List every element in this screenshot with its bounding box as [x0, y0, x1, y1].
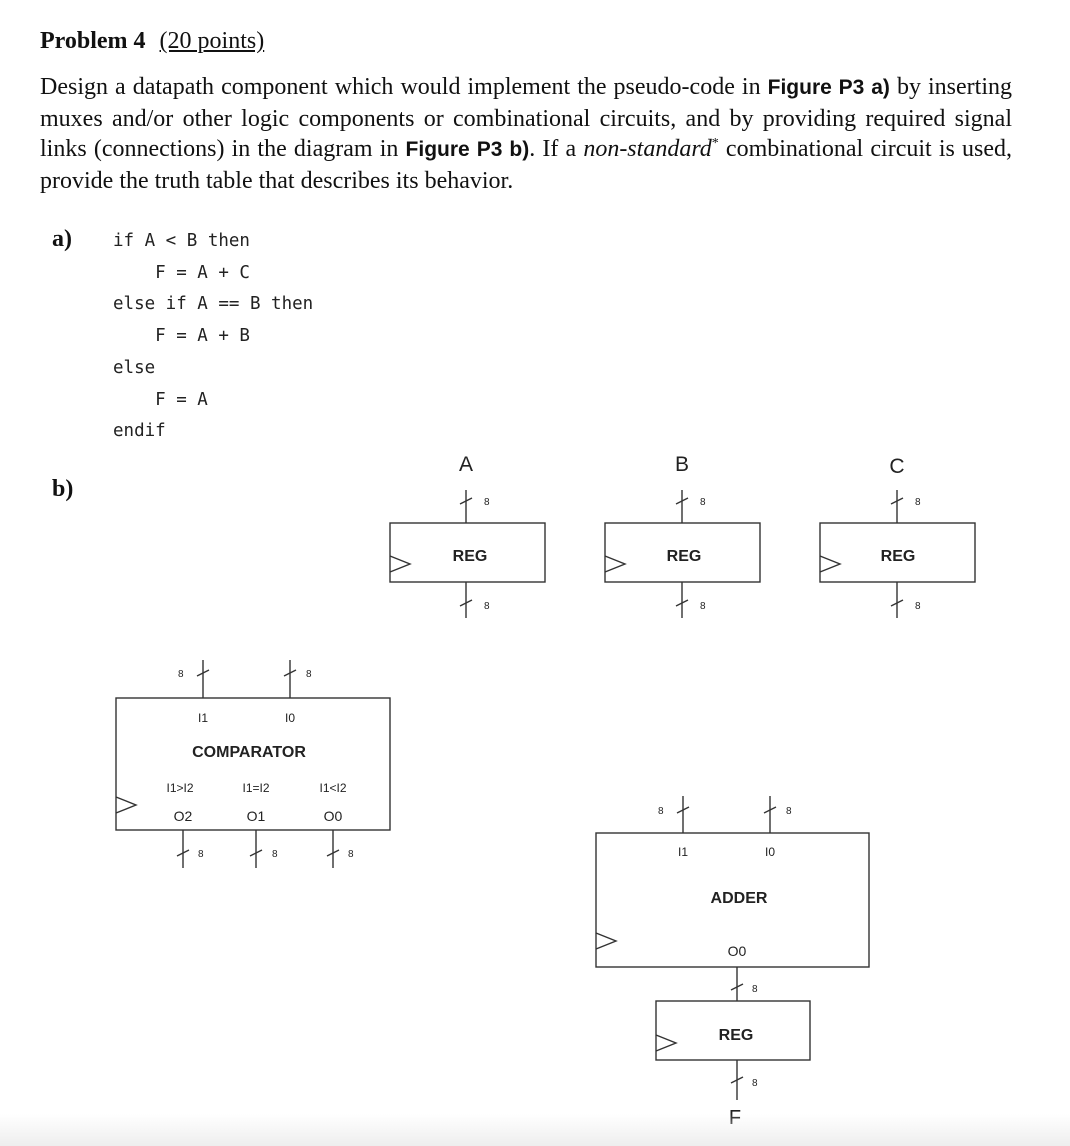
figure-ref-b: Figure P3 b): [405, 138, 530, 161]
footnote-asterisk: *: [711, 136, 719, 151]
comparator-o2-label: O2: [174, 808, 193, 824]
page-bottom-shadow: [0, 1114, 1070, 1146]
part-b-label: b): [52, 476, 74, 502]
bus-slash-icon: [249, 849, 263, 857]
adder-label: ADDER: [711, 890, 768, 907]
output-register-box: [655, 1000, 811, 1061]
register-a-label: REG: [453, 548, 488, 565]
comparator-o0-label: O0: [324, 808, 343, 824]
adder-box: [595, 832, 870, 968]
comparator-o1-label: O1: [247, 808, 266, 824]
bus-width-label: 8: [786, 806, 792, 817]
bus-width-label: 8: [915, 601, 921, 612]
comparator-i0-label: I0: [285, 711, 295, 725]
comparator: [115, 660, 391, 868]
clock-icon: [389, 555, 412, 573]
bus-slash-icon: [459, 599, 473, 607]
register-b: [604, 490, 761, 618]
comparator-i1-label: I1: [198, 711, 208, 725]
bus-slash-icon: [890, 497, 904, 505]
bus-width-label: 8: [198, 849, 204, 860]
bus-slash-icon: [676, 806, 690, 814]
problem-title: Problem 4 (20 points): [40, 28, 264, 55]
clock-icon: [115, 796, 138, 814]
non-standard-term: non-standard: [583, 136, 712, 162]
register-a: [389, 490, 546, 618]
figure-ref-a: Figure P3 a): [767, 76, 890, 99]
adder-i0-label: I0: [765, 845, 775, 859]
clock-icon: [819, 555, 842, 573]
bus-width-label: 8: [658, 806, 664, 817]
statement-part: . If a: [529, 136, 584, 162]
bus-width-label: 8: [484, 497, 490, 508]
bus-width-label: 8: [484, 601, 490, 612]
bus-width-label: 8: [752, 984, 758, 995]
input-c-label: C: [889, 455, 904, 478]
part-a-label: a): [52, 226, 72, 252]
comparator-label: COMPARATOR: [192, 744, 306, 761]
input-b-label: B: [675, 453, 689, 476]
clock-icon: [604, 555, 627, 573]
bus-slash-icon: [459, 497, 473, 505]
bus-width-label: 8: [272, 849, 278, 860]
output-register-label: REG: [719, 1027, 754, 1044]
clock-icon: [655, 1034, 678, 1052]
bus-slash-icon: [763, 806, 777, 814]
bus-width-label: 8: [752, 1078, 758, 1089]
clock-icon: [595, 932, 618, 950]
comparator-o1-condition: I1=I2: [242, 781, 269, 795]
bus-slash-icon: [326, 849, 340, 857]
pseudo-code: if A < B then F = A + C else if A == B t…: [113, 231, 314, 442]
comparator-box: [115, 697, 391, 831]
statement-part: by inserting muxes and/or other logic co…: [40, 74, 1013, 162]
statement-part: Design a datapath component which would …: [40, 74, 768, 100]
problem-points: (20 points): [159, 28, 265, 54]
problem-number: Problem 4: [40, 28, 146, 54]
adder-o0-label: O0: [728, 943, 747, 959]
bus-width-label: 8: [348, 849, 354, 860]
adder-i1-label: I1: [678, 845, 688, 859]
bus-slash-icon: [675, 599, 689, 607]
input-a-label: A: [459, 453, 473, 476]
bus-slash-icon: [176, 849, 190, 857]
comparator-o0-condition: I1<I2: [319, 781, 346, 795]
output-register: [655, 1000, 811, 1100]
bus-width-label: 8: [178, 669, 184, 680]
bus-width-label: 8: [700, 497, 706, 508]
bus-slash-icon: [675, 497, 689, 505]
register-b-label: REG: [667, 548, 702, 565]
bus-slash-icon: [196, 669, 210, 677]
comparator-o2-condition: I1>I2: [166, 781, 193, 795]
bus-width-label: 8: [306, 669, 312, 680]
bus-width-label: 8: [915, 497, 921, 508]
bus-slash-icon: [730, 1076, 744, 1084]
register-c-label: REG: [881, 548, 916, 565]
problem-statement: Design a datapath component which would …: [40, 72, 1012, 196]
bus-slash-icon: [283, 669, 297, 677]
bus-slash-icon: [730, 983, 744, 991]
register-c: [819, 490, 976, 618]
statement-part: combinational circuit is used, provide t…: [40, 136, 1012, 194]
bus-width-label: 8: [700, 601, 706, 612]
register-a-box: [389, 522, 546, 583]
adder: [595, 796, 870, 1001]
bus-slash-icon: [890, 599, 904, 607]
